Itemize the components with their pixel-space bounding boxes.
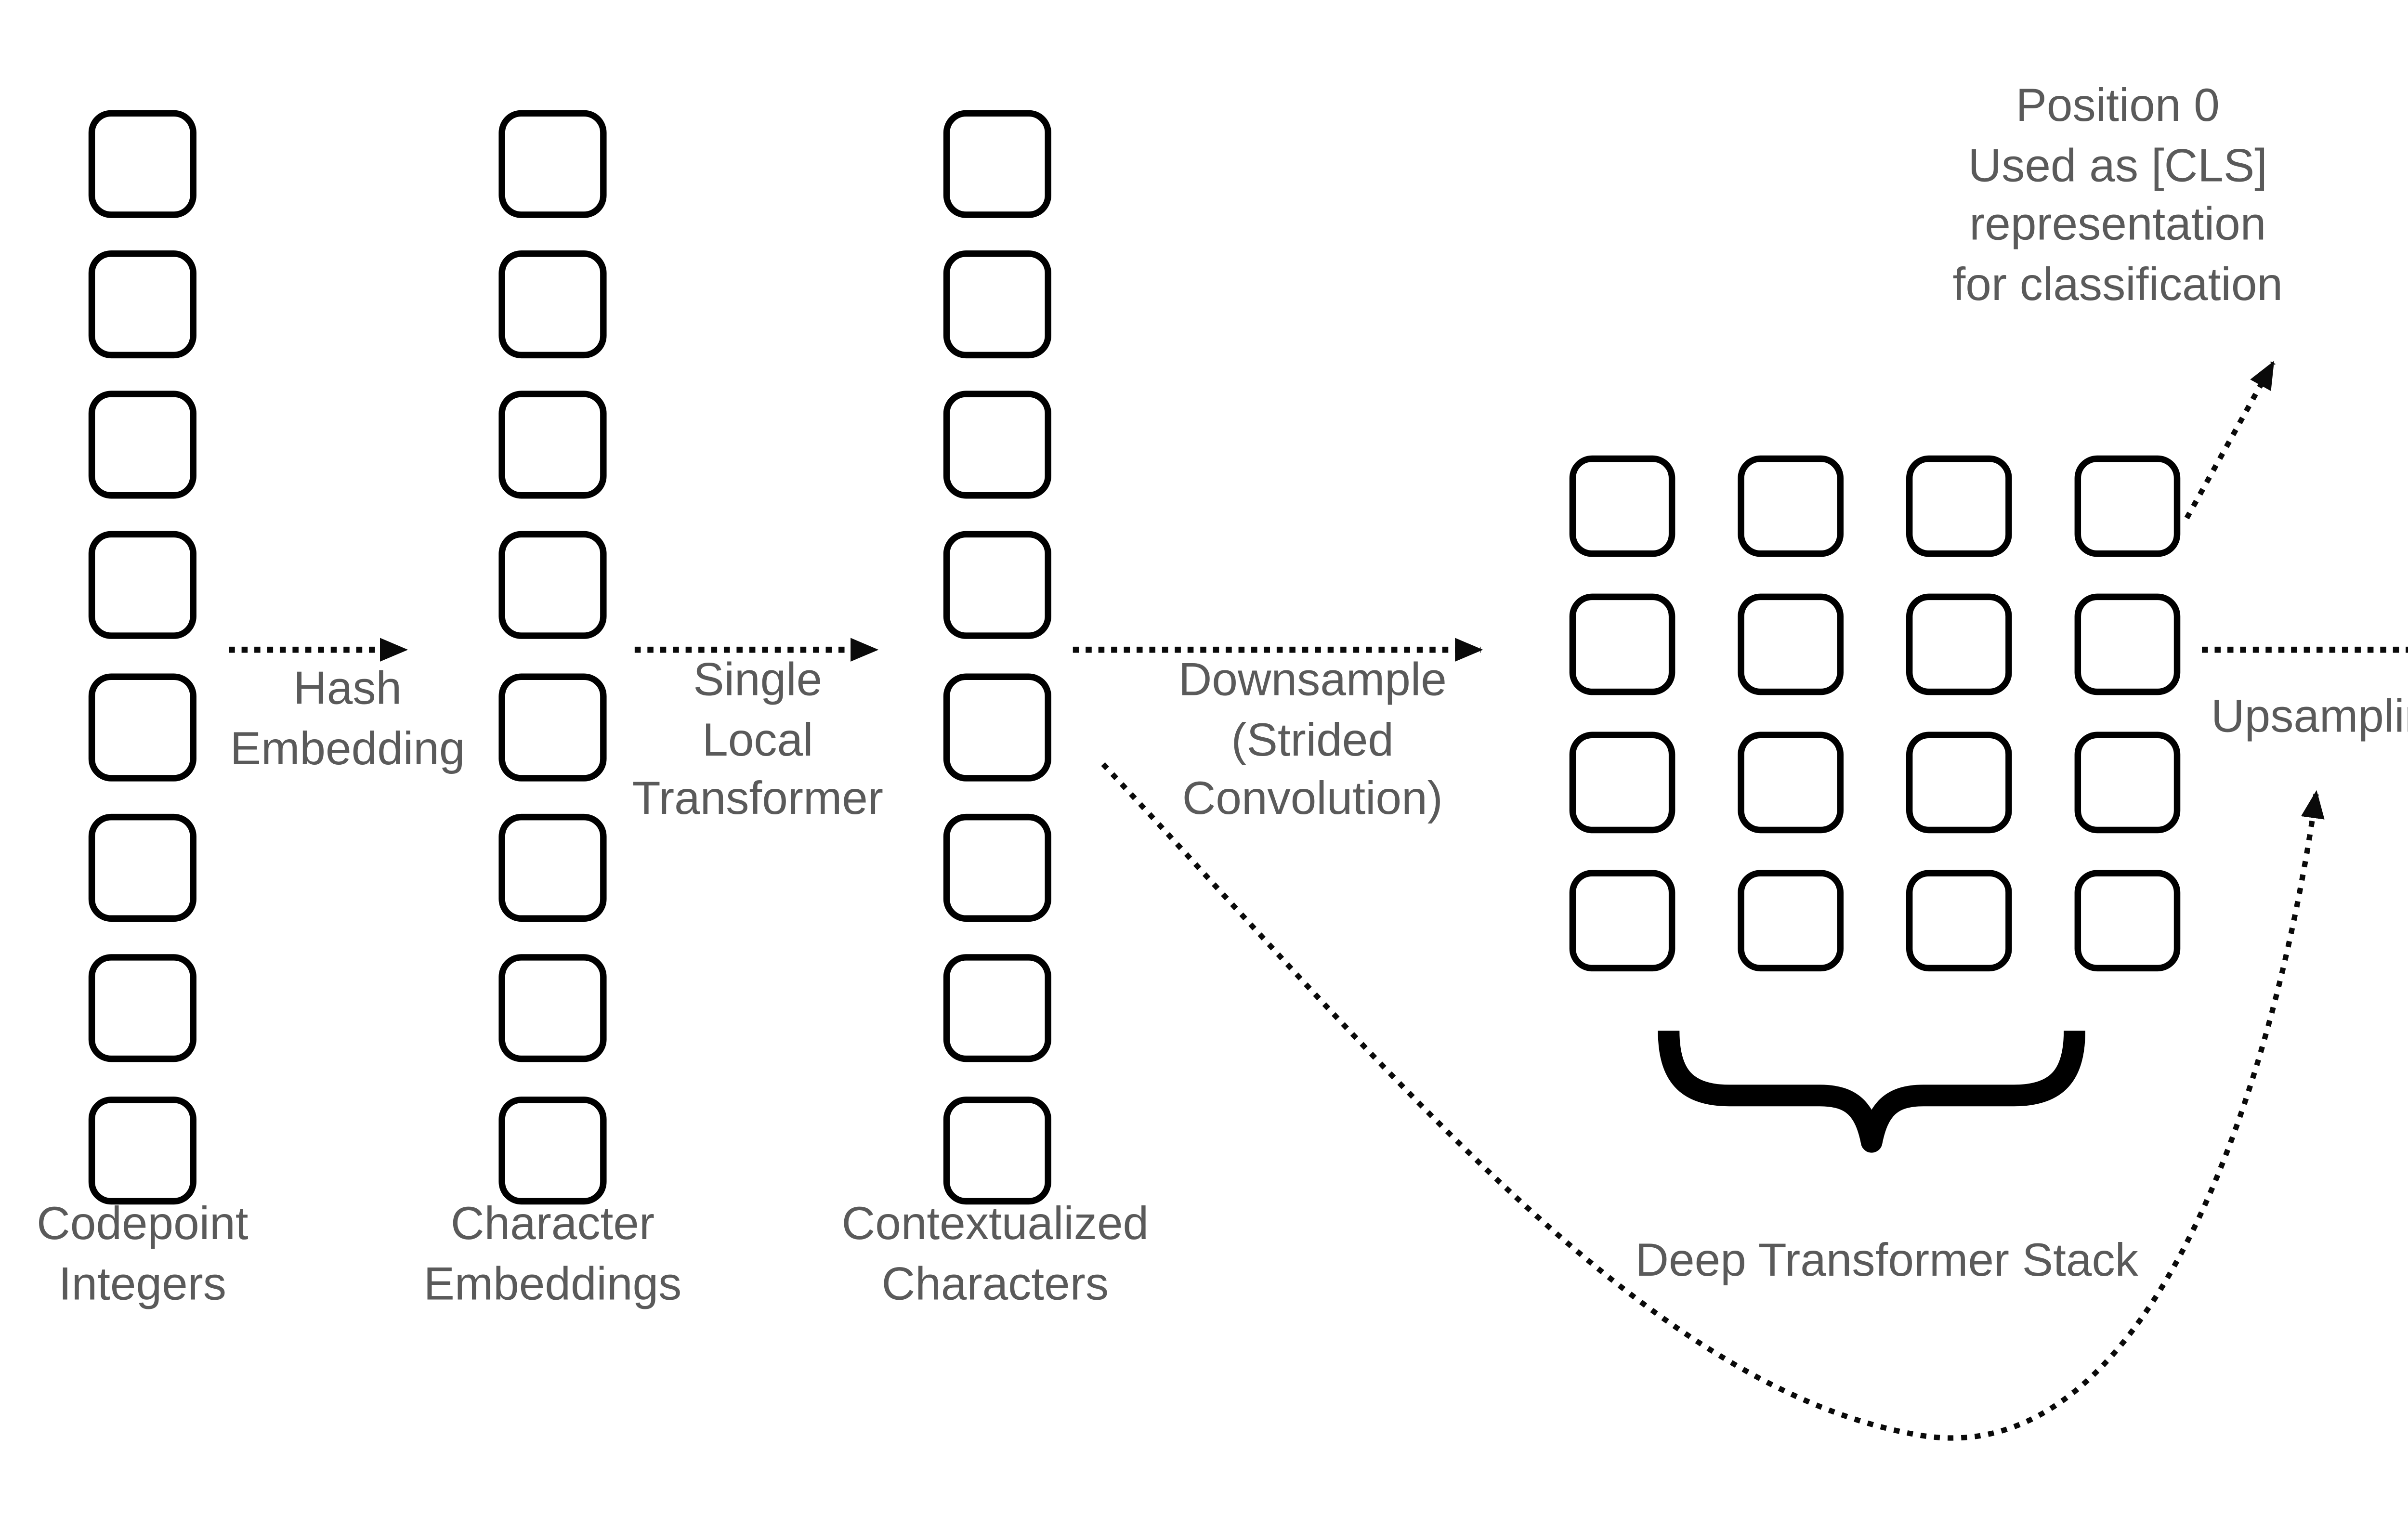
token-cell-contextualized-characters (943, 954, 1050, 1063)
grid-cell-downsampled-positions (1569, 870, 1675, 972)
label-line: Used as [CLS] (1968, 139, 2267, 191)
token-cell-codepoint-integers (88, 109, 196, 217)
grid-cell-downsampled-positions (1569, 593, 1675, 695)
token-cell-character-embeddings (498, 250, 606, 358)
token-cell-contextualized-characters (943, 391, 1050, 499)
token-cell-contextualized-characters (943, 673, 1050, 781)
token-cell-codepoint-integers (88, 954, 196, 1063)
grid-cell-downsampled-positions (1906, 455, 2011, 557)
label-downsample: Downsample (Strided Convolution) (1178, 652, 1447, 830)
label-line: Transformer (632, 772, 883, 825)
token-cell-character-embeddings (498, 109, 606, 217)
token-cell-contextualized-characters (943, 532, 1050, 640)
grid-cell-downsampled-positions (2074, 870, 2180, 972)
grid-cell-downsampled-positions (1738, 732, 1843, 834)
label-line: Codepoint (37, 1198, 249, 1250)
label-line: Integers (58, 1257, 226, 1309)
label-character-embeddings: Character Embeddings (424, 1196, 682, 1315)
label-line: Position 0 (2015, 79, 2220, 132)
skip-connection-arrow (1101, 762, 2325, 1441)
token-cell-codepoint-integers (88, 673, 196, 781)
grid-cell-downsampled-positions (2074, 593, 2180, 695)
label-codepoint-integers: Codepoint Integers (37, 1196, 248, 1315)
grid-cell-downsampled-positions (1738, 455, 1843, 557)
label-line: Embedding (230, 722, 465, 774)
label-hash-embedding: Hash Embedding (230, 661, 465, 780)
label-single-local-transformer: Single Local Transformer (632, 652, 883, 830)
cls-annotation: Position 0 Used as [CLS] representation … (1952, 78, 2283, 315)
token-cell-character-embeddings (498, 532, 606, 640)
token-cell-codepoint-integers (88, 532, 196, 640)
token-cell-contextualized-characters (943, 250, 1050, 358)
label-line: Single (693, 654, 823, 706)
token-cell-codepoint-integers (88, 813, 196, 922)
label-line: Local (702, 713, 813, 766)
token-cell-character-embeddings (498, 954, 606, 1063)
label-deep-transformer-stack: Deep Transformer Stack (1635, 1232, 2138, 1292)
token-cell-contextualized-characters (943, 813, 1050, 922)
label-line: Convolution) (1182, 772, 1443, 825)
label-line: Character (450, 1198, 655, 1250)
label-line: Embeddings (423, 1257, 682, 1309)
token-cell-contextualized-characters (943, 1096, 1050, 1204)
grid-cell-downsampled-positions (1906, 593, 2011, 695)
underbrace-icon (1658, 1031, 2086, 1153)
grid-cell-downsampled-positions (2074, 732, 2180, 834)
label-line: Hash (293, 663, 402, 715)
grid-cell-downsampled-positions (1906, 732, 2011, 834)
token-cell-codepoint-integers (88, 1096, 196, 1204)
label-line: Deep Transformer Stack (1635, 1234, 2138, 1287)
grid-cell-downsampled-positions (1738, 593, 1843, 695)
token-cell-character-embeddings (498, 813, 606, 922)
label-line: for classification (1952, 258, 2283, 310)
cls-position-arrow (2184, 361, 2276, 520)
label-line: (Strided (1231, 713, 1394, 766)
label-line: Downsample (1178, 654, 1447, 706)
label-line: Contextualized (841, 1198, 1149, 1250)
grid-cell-downsampled-positions (1569, 732, 1675, 834)
grid-cell-downsampled-positions (2074, 455, 2180, 557)
token-cell-contextualized-characters (943, 109, 1050, 217)
label-line: Upsampling (2211, 691, 2408, 743)
grid-cell-downsampled-positions (1906, 870, 2011, 972)
token-cell-codepoint-integers (88, 391, 196, 499)
token-cell-codepoint-integers (88, 250, 196, 358)
token-cell-character-embeddings (498, 391, 606, 499)
token-cell-character-embeddings (498, 1096, 606, 1204)
label-line: Characters (881, 1257, 1109, 1309)
grid-cell-downsampled-positions (1738, 870, 1843, 972)
label-contextualized-characters: Contextualized Characters (842, 1196, 1149, 1315)
grid-cell-downsampled-positions (1569, 455, 1675, 557)
label-line: representation (1969, 198, 2266, 250)
label-upsampling: Upsampling (2211, 689, 2408, 748)
token-cell-character-embeddings (498, 673, 606, 781)
